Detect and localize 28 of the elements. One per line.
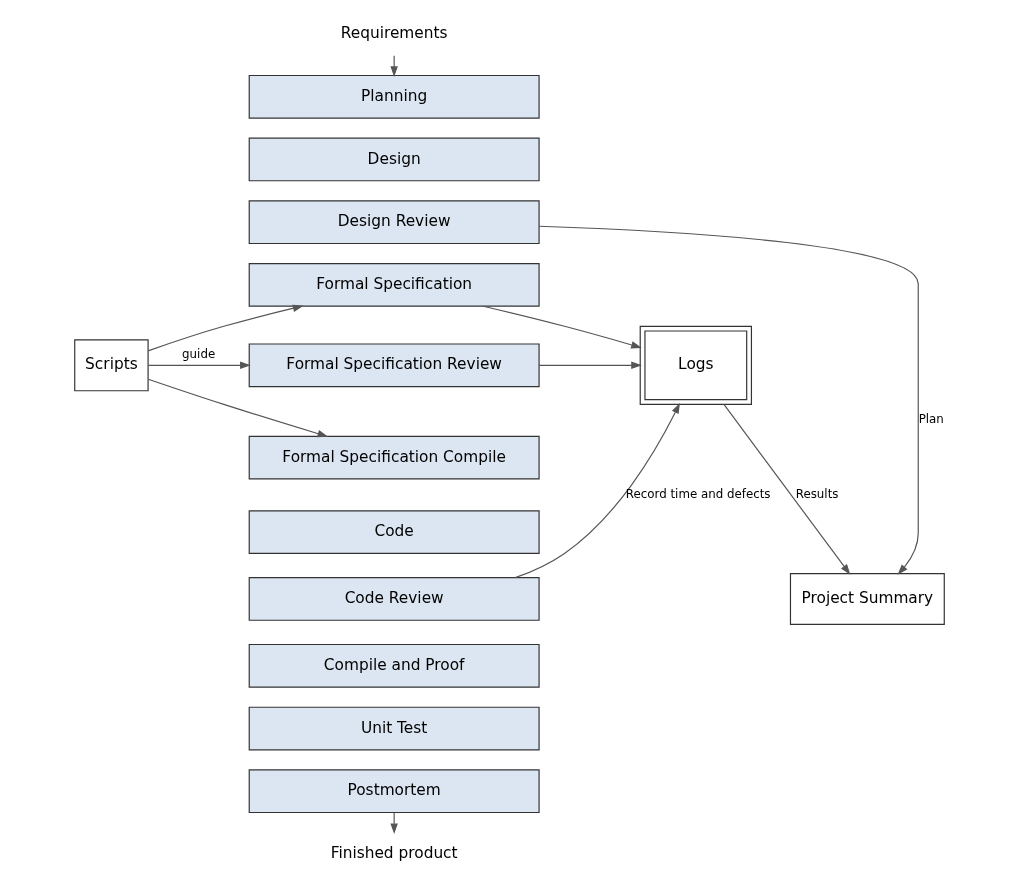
node-box: Design Review bbox=[248, 200, 540, 245]
node-box: Planning bbox=[248, 74, 540, 119]
edge-label: Record time and defects bbox=[625, 486, 771, 501]
node-box: Postmortem bbox=[248, 769, 540, 814]
arrow bbox=[723, 404, 850, 575]
edge-label: Results bbox=[795, 486, 838, 501]
arrow bbox=[514, 402, 680, 579]
node-box: Project Summary bbox=[789, 572, 945, 625]
node-box: Code bbox=[248, 510, 540, 554]
node-box: Formal Specification Review bbox=[248, 343, 540, 388]
edge-label: Plan bbox=[918, 412, 944, 427]
arrow bbox=[482, 305, 642, 349]
node-text: Requirements bbox=[340, 24, 448, 43]
node-box: Formal Specification bbox=[248, 263, 540, 307]
arrow bbox=[538, 225, 919, 575]
arrow bbox=[538, 361, 642, 370]
node-text: Finished product bbox=[330, 843, 458, 862]
node-box: Formal Specification Compile bbox=[248, 435, 540, 480]
node-box: Code Review bbox=[248, 577, 540, 621]
node-box: Design bbox=[248, 137, 540, 182]
edge-label: guide bbox=[181, 347, 215, 362]
node-box: Scripts bbox=[73, 339, 149, 392]
arrow bbox=[147, 304, 304, 352]
arrow bbox=[147, 378, 328, 438]
node-box: Unit Test bbox=[248, 706, 540, 751]
node-box: Compile and Proof bbox=[248, 643, 540, 688]
arrow bbox=[147, 361, 251, 370]
node-box: Logs bbox=[639, 325, 752, 405]
